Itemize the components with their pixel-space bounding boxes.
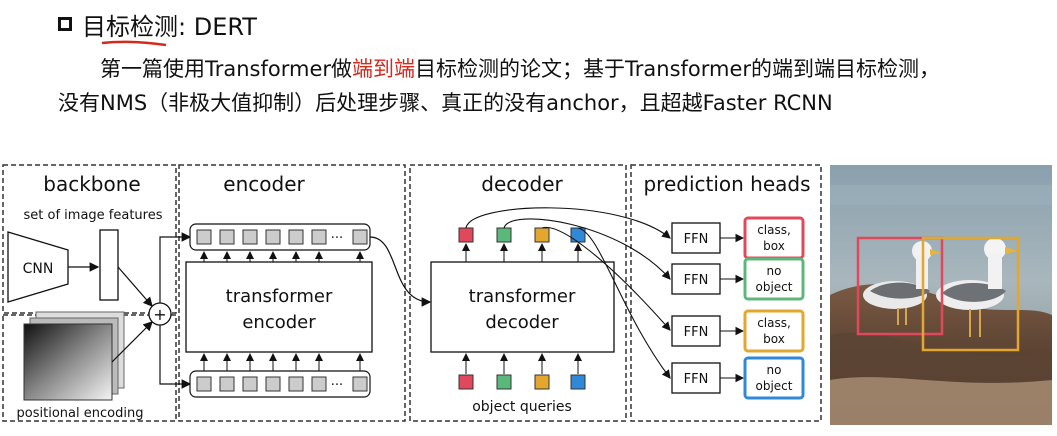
highlight-end-to-end: 端到端 (352, 57, 416, 81)
decoder-line-1: transformer (469, 286, 576, 307)
object-queries-label: object queries (472, 399, 572, 415)
detection-example-photo (830, 165, 1052, 425)
cnn-label: CNN (23, 261, 54, 277)
output-no-object-1 (743, 257, 805, 301)
heading-title: 目标检测: DERT (82, 12, 257, 41)
decoder-output-token-3 (534, 227, 550, 243)
decoder-frame (409, 164, 627, 422)
out2-line1: no (767, 264, 782, 278)
seagull-right (936, 238, 1018, 337)
out3-line2: box (763, 332, 785, 346)
out3-line1: class, (757, 316, 791, 330)
section-heading: 目标检测: DERT (58, 4, 257, 44)
add-symbol: + (153, 305, 166, 324)
encoder-to-decoder-arrow (369, 236, 432, 307)
detr-architecture-diagram: backbone encoder decoder prediction head… (2, 164, 822, 422)
object-query-4 (570, 374, 586, 390)
detection-box-red (856, 236, 944, 336)
object-query-3 (534, 374, 550, 390)
out2-line2: object (756, 280, 793, 294)
ffn-label-3: FFN (684, 325, 709, 340)
object-query-2 (496, 374, 512, 390)
description-paragraph: 第一篇使用Transformer做端到端目标检测的论文；基于Transforme… (58, 52, 1048, 120)
backbone-title: backbone (43, 172, 140, 196)
encoder-line-1: transformer (226, 286, 333, 307)
transformer-encoder-box (185, 261, 373, 353)
encoder-title: encoder (223, 172, 305, 196)
decoder-line-2: decoder (485, 312, 559, 333)
decoder-output-token-1 (458, 227, 474, 243)
transformer-decoder-box (430, 261, 615, 353)
square-bullet-icon (58, 17, 72, 31)
ffn-box-1 (671, 222, 721, 254)
encoder-line-2: encoder (242, 312, 316, 333)
paragraph-line-1-end: 目标检测的论文；基于Transformer的端到端目标检测， (415, 57, 941, 81)
image-features-label: set of image features (24, 208, 163, 223)
encoder-frame (178, 164, 406, 422)
paragraph-line-1-start: 第一篇使用Transformer做 (100, 57, 353, 81)
prediction-heads-title: prediction heads (643, 172, 810, 196)
seagull-left (863, 241, 942, 325)
encoder-bottom-dots: ··· (331, 378, 343, 393)
encoder-top-dots: ··· (331, 231, 343, 246)
decoder-output-token-2 (496, 227, 512, 243)
paragraph-line-2: 没有NMS（非极大值抑制）后处理步骤、真正的没有anchor，且超越Faster… (58, 91, 833, 115)
ffn-label-4: FFN (684, 372, 709, 387)
paragraph-line-1: 第一篇使用Transformer做端到端目标检测的论文；基于Transforme… (58, 52, 1048, 86)
out1-line2: box (763, 239, 785, 253)
output-class-box-2 (743, 309, 805, 353)
ffn-label-2: FFN (684, 273, 709, 288)
out4-line2: object (756, 379, 793, 393)
cnn-trapezoid (7, 231, 69, 303)
object-query-1 (458, 374, 474, 390)
output-no-object-2 (743, 356, 805, 400)
decoder-title: decoder (481, 172, 563, 196)
red-underline-annotation (101, 40, 167, 47)
prediction-heads-frame (630, 164, 822, 422)
out4-line1: no (767, 363, 782, 377)
positional-frame (2, 314, 177, 422)
backbone-frame (2, 164, 177, 314)
positional-encoding-label: positional encoding (17, 406, 144, 421)
detection-box-orange (921, 236, 1020, 352)
out1-line1: class, (757, 223, 791, 237)
ffn-label-1: FFN (684, 232, 709, 247)
positional-encoding-image (23, 323, 113, 401)
feature-map (99, 229, 119, 301)
